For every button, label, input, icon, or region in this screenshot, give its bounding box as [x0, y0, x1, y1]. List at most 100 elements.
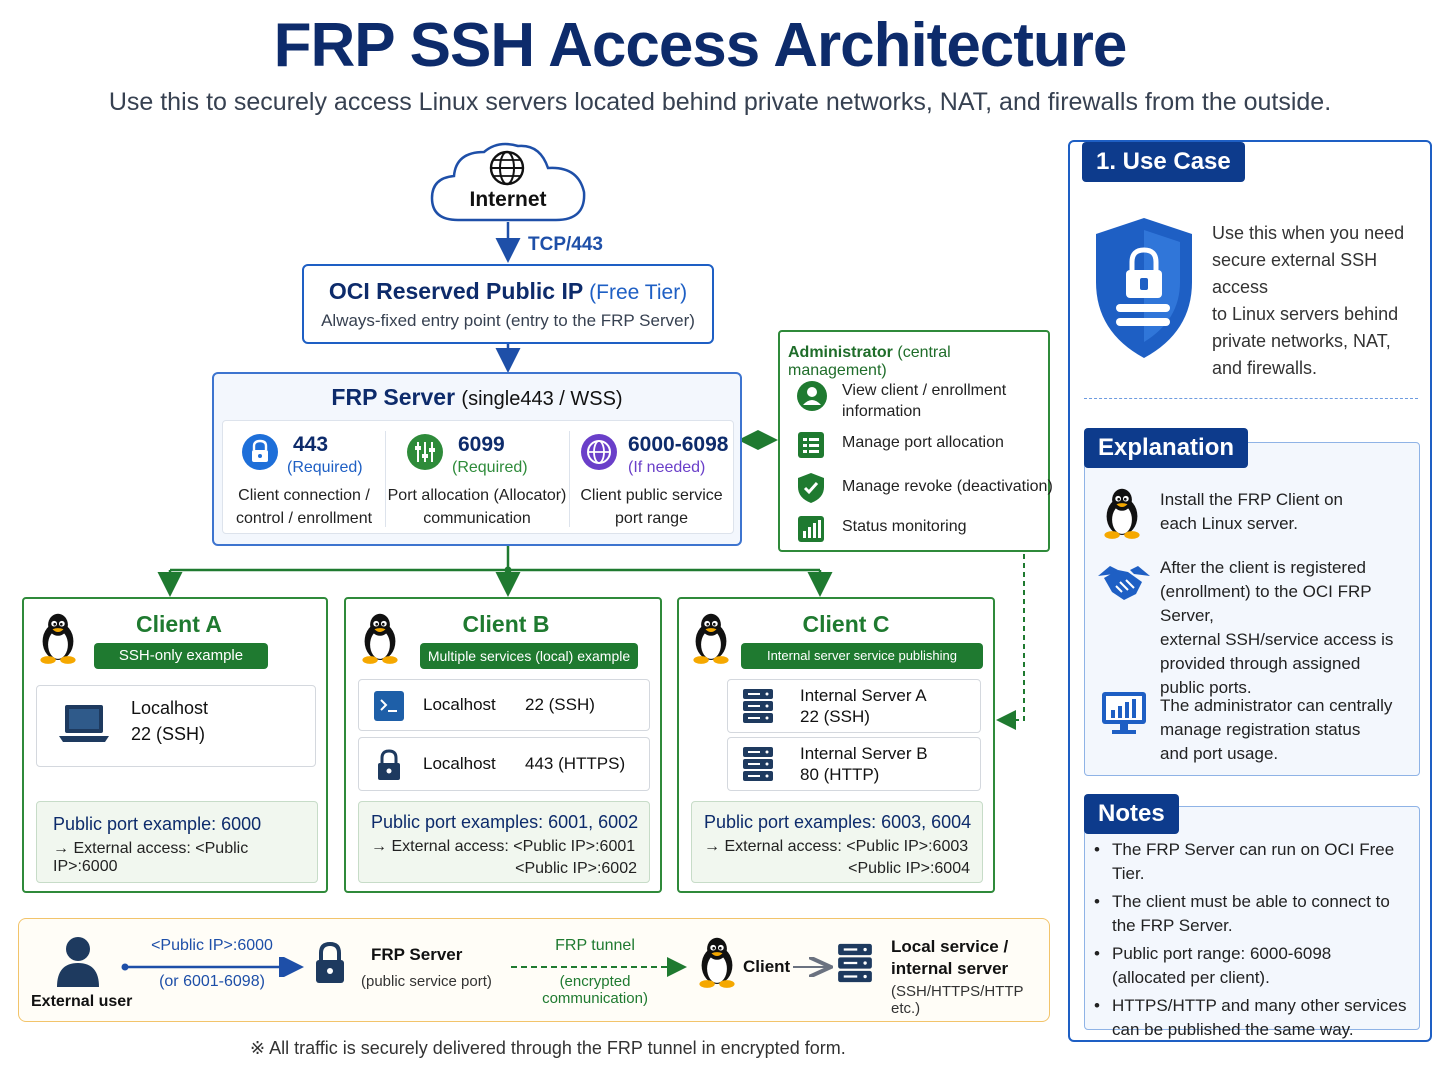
cloud-icon [430, 142, 586, 222]
port-6099-number: 6099 [458, 433, 505, 456]
note-line: the FRP Server. [1112, 916, 1233, 935]
frp-server-box: FRP Server (single443 / WSS) 443 (Requir… [212, 372, 742, 546]
client-c-server-a: Internal Server A 22 (SSH) [727, 679, 981, 733]
internet-label: Internet [469, 188, 547, 211]
external-access: → External access: <Public IP>:6001 [371, 838, 636, 855]
explanation-line: (enrollment) to the OCI FRP Server, [1160, 582, 1372, 625]
user-icon [797, 381, 827, 411]
sliders-icon [407, 434, 443, 470]
server-icon [742, 688, 774, 724]
service-name: Localhost [423, 754, 496, 773]
port-6099: 6099 (Required) Port allocation (Allocat… [386, 421, 568, 533]
public-ip-tier: (Free Tier) [589, 281, 688, 304]
explanation-line: external SSH/service access is [1160, 630, 1394, 649]
port-range-number: 6000-6098 [628, 433, 729, 456]
notes-box [1084, 806, 1420, 1030]
explanation-tag: Explanation [1084, 428, 1249, 468]
usecase-line: private networks, NAT, [1212, 331, 1391, 351]
flow-server-sub: (public service port) [361, 973, 492, 990]
explanation-line: each Linux server. [1160, 514, 1298, 533]
note-line: The FRP Server can run on OCI Free Tier. [1112, 840, 1395, 883]
client-a-public: Public port example: 6000 → External acc… [36, 801, 318, 883]
external-access: → External access: <Public IP>:6000 [53, 840, 249, 875]
public-port-title: Public port examples: 6003, 6004 [704, 812, 972, 832]
usecase-line: and firewalls. [1212, 358, 1318, 378]
flow-local2: internal server [891, 959, 1009, 978]
admin-item-label: Manage port allocation [842, 434, 1004, 451]
divider [569, 431, 570, 527]
explanation-line: Install the FRP Client on [1160, 490, 1343, 509]
admin-box: Administrator (central management) View … [778, 330, 1053, 552]
service-port: 443 (HTTPS) [525, 754, 626, 773]
penguin-icon [695, 935, 739, 989]
external-access-2: <Public IP>:6002 [515, 860, 637, 877]
explanation-line: public ports. [1160, 678, 1252, 697]
terminal-icon [374, 691, 404, 721]
note-line: (allocated per client). [1112, 968, 1270, 987]
client-b-name: Client B [462, 611, 550, 637]
server-icon [837, 941, 873, 985]
flow-tunnel: FRP tunnel [555, 937, 635, 954]
public-ip-title: OCI Reserved Public IP [328, 278, 583, 304]
public-port-title: Public port example: 6000 [53, 814, 262, 834]
frp-server-title: FRP Server [331, 384, 456, 410]
port-443-desc1: Client connection / [238, 487, 370, 504]
explanation-item: After the client is registered (enrollme… [1160, 556, 1422, 700]
internet-cloud: Internet [428, 140, 588, 224]
penguin-icon [1100, 486, 1144, 540]
arrow [511, 957, 687, 977]
note-item: • HTTPS/HTTP and many other services can… [1092, 994, 1422, 1042]
laptop-icon [59, 705, 109, 742]
note-item: • The client must be able to connect to … [1092, 890, 1422, 938]
flow-user: External user [31, 993, 133, 1010]
explanation-line: provided through assigned [1160, 654, 1361, 673]
client-a-name: Client A [135, 611, 223, 637]
port-6099-req: (Required) [452, 459, 528, 476]
penguin-icon [358, 611, 402, 665]
admin-title-suffix: (central management) [788, 344, 951, 379]
admin-item-label: Manage revoke (deactivation) [842, 478, 1053, 495]
service-port: 22 (SSH) [131, 724, 206, 744]
port-443-desc2: control / enrollment [235, 510, 373, 527]
admin-item-label: Status monitoring [842, 518, 967, 535]
page-title: FRP SSH Access Architecture [273, 11, 1128, 80]
client-a-service: Localhost 22 (SSH) [36, 685, 316, 767]
tcp-label: TCP/443 [528, 234, 603, 255]
note-line: HTTPS/HTTP and many other services [1112, 996, 1407, 1015]
usecase-line: Use this when you need [1212, 223, 1405, 243]
explanation-item: The administrator can centrally manage r… [1160, 694, 1422, 766]
port-6099-desc2: communication [423, 510, 531, 527]
frp-server-suffix: (single443 / WSS) [461, 388, 623, 410]
penguin-icon [689, 611, 733, 665]
flow-tunnel-sub: (encrypted communication) [542, 973, 648, 1007]
public-ip-box: OCI Reserved Public IP (Free Tier) Alway… [302, 264, 714, 344]
lock-icon [378, 749, 400, 780]
external-access: → External access: <Public IP>:6003 [704, 838, 969, 855]
usecase-tag: 1. Use Case [1082, 142, 1245, 182]
port-panel: 443 (Required) Client connection / contr… [222, 420, 734, 534]
service-name: Localhost [131, 698, 209, 718]
client-c-name: Client C [802, 611, 890, 637]
note-item: • The FRP Server can run on OCI Free Tie… [1092, 838, 1422, 886]
flow-strip: External user <Public IP>:6000 (or 6001-… [18, 918, 1050, 1022]
flow-local1: Local service / [891, 937, 1009, 956]
explanation-line: and port usage. [1160, 744, 1279, 763]
monitor-chart-icon [1102, 692, 1146, 734]
public-port-title: Public port examples: 6001, 6002 [371, 812, 639, 832]
public-ip-desc: Always-fixed entry point (entry to the F… [321, 311, 695, 330]
flow-arrow1-top: <Public IP>:6000 [151, 937, 273, 954]
side-panel: 1. Use Case Use this when you need secur… [1068, 140, 1432, 1042]
globe-icon [581, 434, 617, 470]
user-icon [57, 937, 99, 987]
usecase-text: Use this when you need secure external S… [1212, 220, 1426, 382]
port-443: 443 (Required) Client connection / contr… [223, 421, 385, 533]
list-icon [798, 432, 824, 458]
port-range-desc2: port range [615, 510, 688, 527]
service-port: 22 (SSH) [800, 707, 870, 726]
usecase-line: to Linux servers behind [1212, 304, 1399, 324]
penguin-icon [36, 611, 80, 665]
port-6099-desc1: Port allocation (Allocator) [387, 487, 567, 504]
footnote: ※ All traffic is securely delivered thro… [250, 1038, 846, 1058]
client-b-service-ssh: Localhost 22 (SSH) [358, 679, 650, 731]
note-line: The client must be able to connect to [1112, 892, 1390, 911]
